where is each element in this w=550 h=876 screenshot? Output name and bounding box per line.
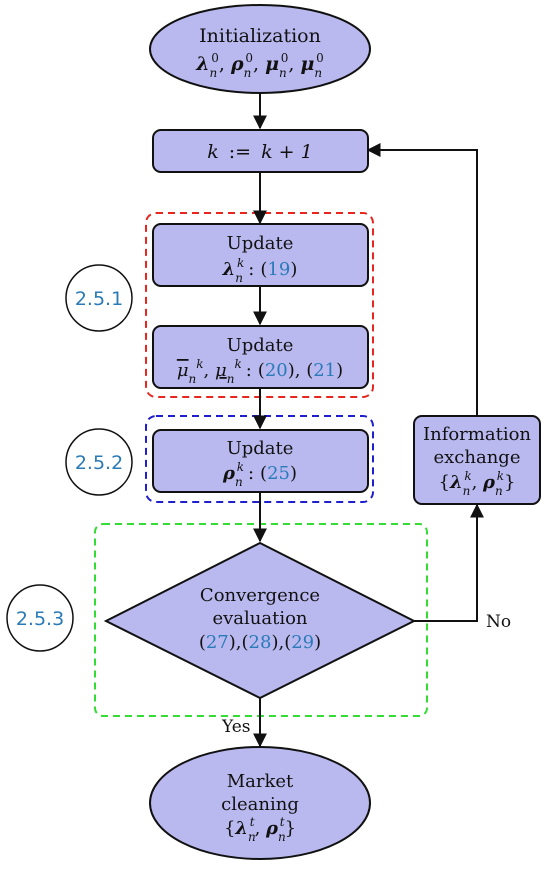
badge-253: 2.5.3 (6, 584, 74, 652)
no-label: No (486, 612, 511, 632)
exchange-line1: Information (423, 424, 531, 445)
start-node: Initialization λn0, ρn0, μn0, μn0 (149, 4, 371, 94)
convergence-node: Convergence evaluation (27),(28),(29) (103, 541, 417, 700)
update-rho-formula: ρnk:(25) (222, 460, 297, 489)
end-node: Market cleaning {λnt, ρnt} (149, 746, 371, 860)
convergence-line1: Convergence (200, 585, 320, 606)
start-title: Initialization (199, 25, 321, 47)
update-lambda-formula: λnk:(19) (222, 256, 298, 285)
update-mu-node: Update μnk, μnk:(20), (21) (152, 325, 369, 389)
convergence-line2: evaluation (212, 608, 307, 629)
badge-253-text: 2.5.3 (16, 608, 64, 630)
edge-exchange-counter (366, 143, 478, 416)
update-rho-title: Update (227, 438, 294, 459)
update-lambda-title: Update (227, 233, 294, 254)
exchange-node: Information exchange {λnk, ρnk} (413, 415, 541, 505)
edge-convergence-exchange (414, 503, 484, 622)
update-rho-node: Update ρnk:(25) (152, 429, 369, 493)
end-formula: {λnt, ρnt} (224, 815, 296, 844)
update-lambda-node: Update λnk:(19) (152, 223, 369, 287)
counter-node: k:=k + 1 (152, 129, 369, 173)
start-formula: λn0, ρn0, μn0, μn0 (195, 51, 324, 80)
badge-251-text: 2.5.1 (75, 288, 123, 310)
badge-252: 2.5.2 (65, 428, 133, 496)
badge-252-text: 2.5.2 (75, 452, 123, 474)
yes-label: Yes (221, 717, 251, 737)
end-line1: Market (227, 771, 294, 792)
badge-251: 2.5.1 (65, 264, 133, 332)
end-line2: cleaning (221, 794, 299, 815)
convergence-refs: (27),(28),(29) (199, 632, 321, 653)
update-mu-title: Update (227, 335, 294, 356)
exchange-formula: {λnk, ρnk} (439, 469, 516, 498)
group-252-box (145, 415, 374, 503)
counter-formula: k:=k + 1 (207, 141, 312, 163)
exchange-line2: exchange (434, 447, 521, 468)
update-mu-formula: μnk, μnk:(20), (21) (177, 357, 343, 386)
